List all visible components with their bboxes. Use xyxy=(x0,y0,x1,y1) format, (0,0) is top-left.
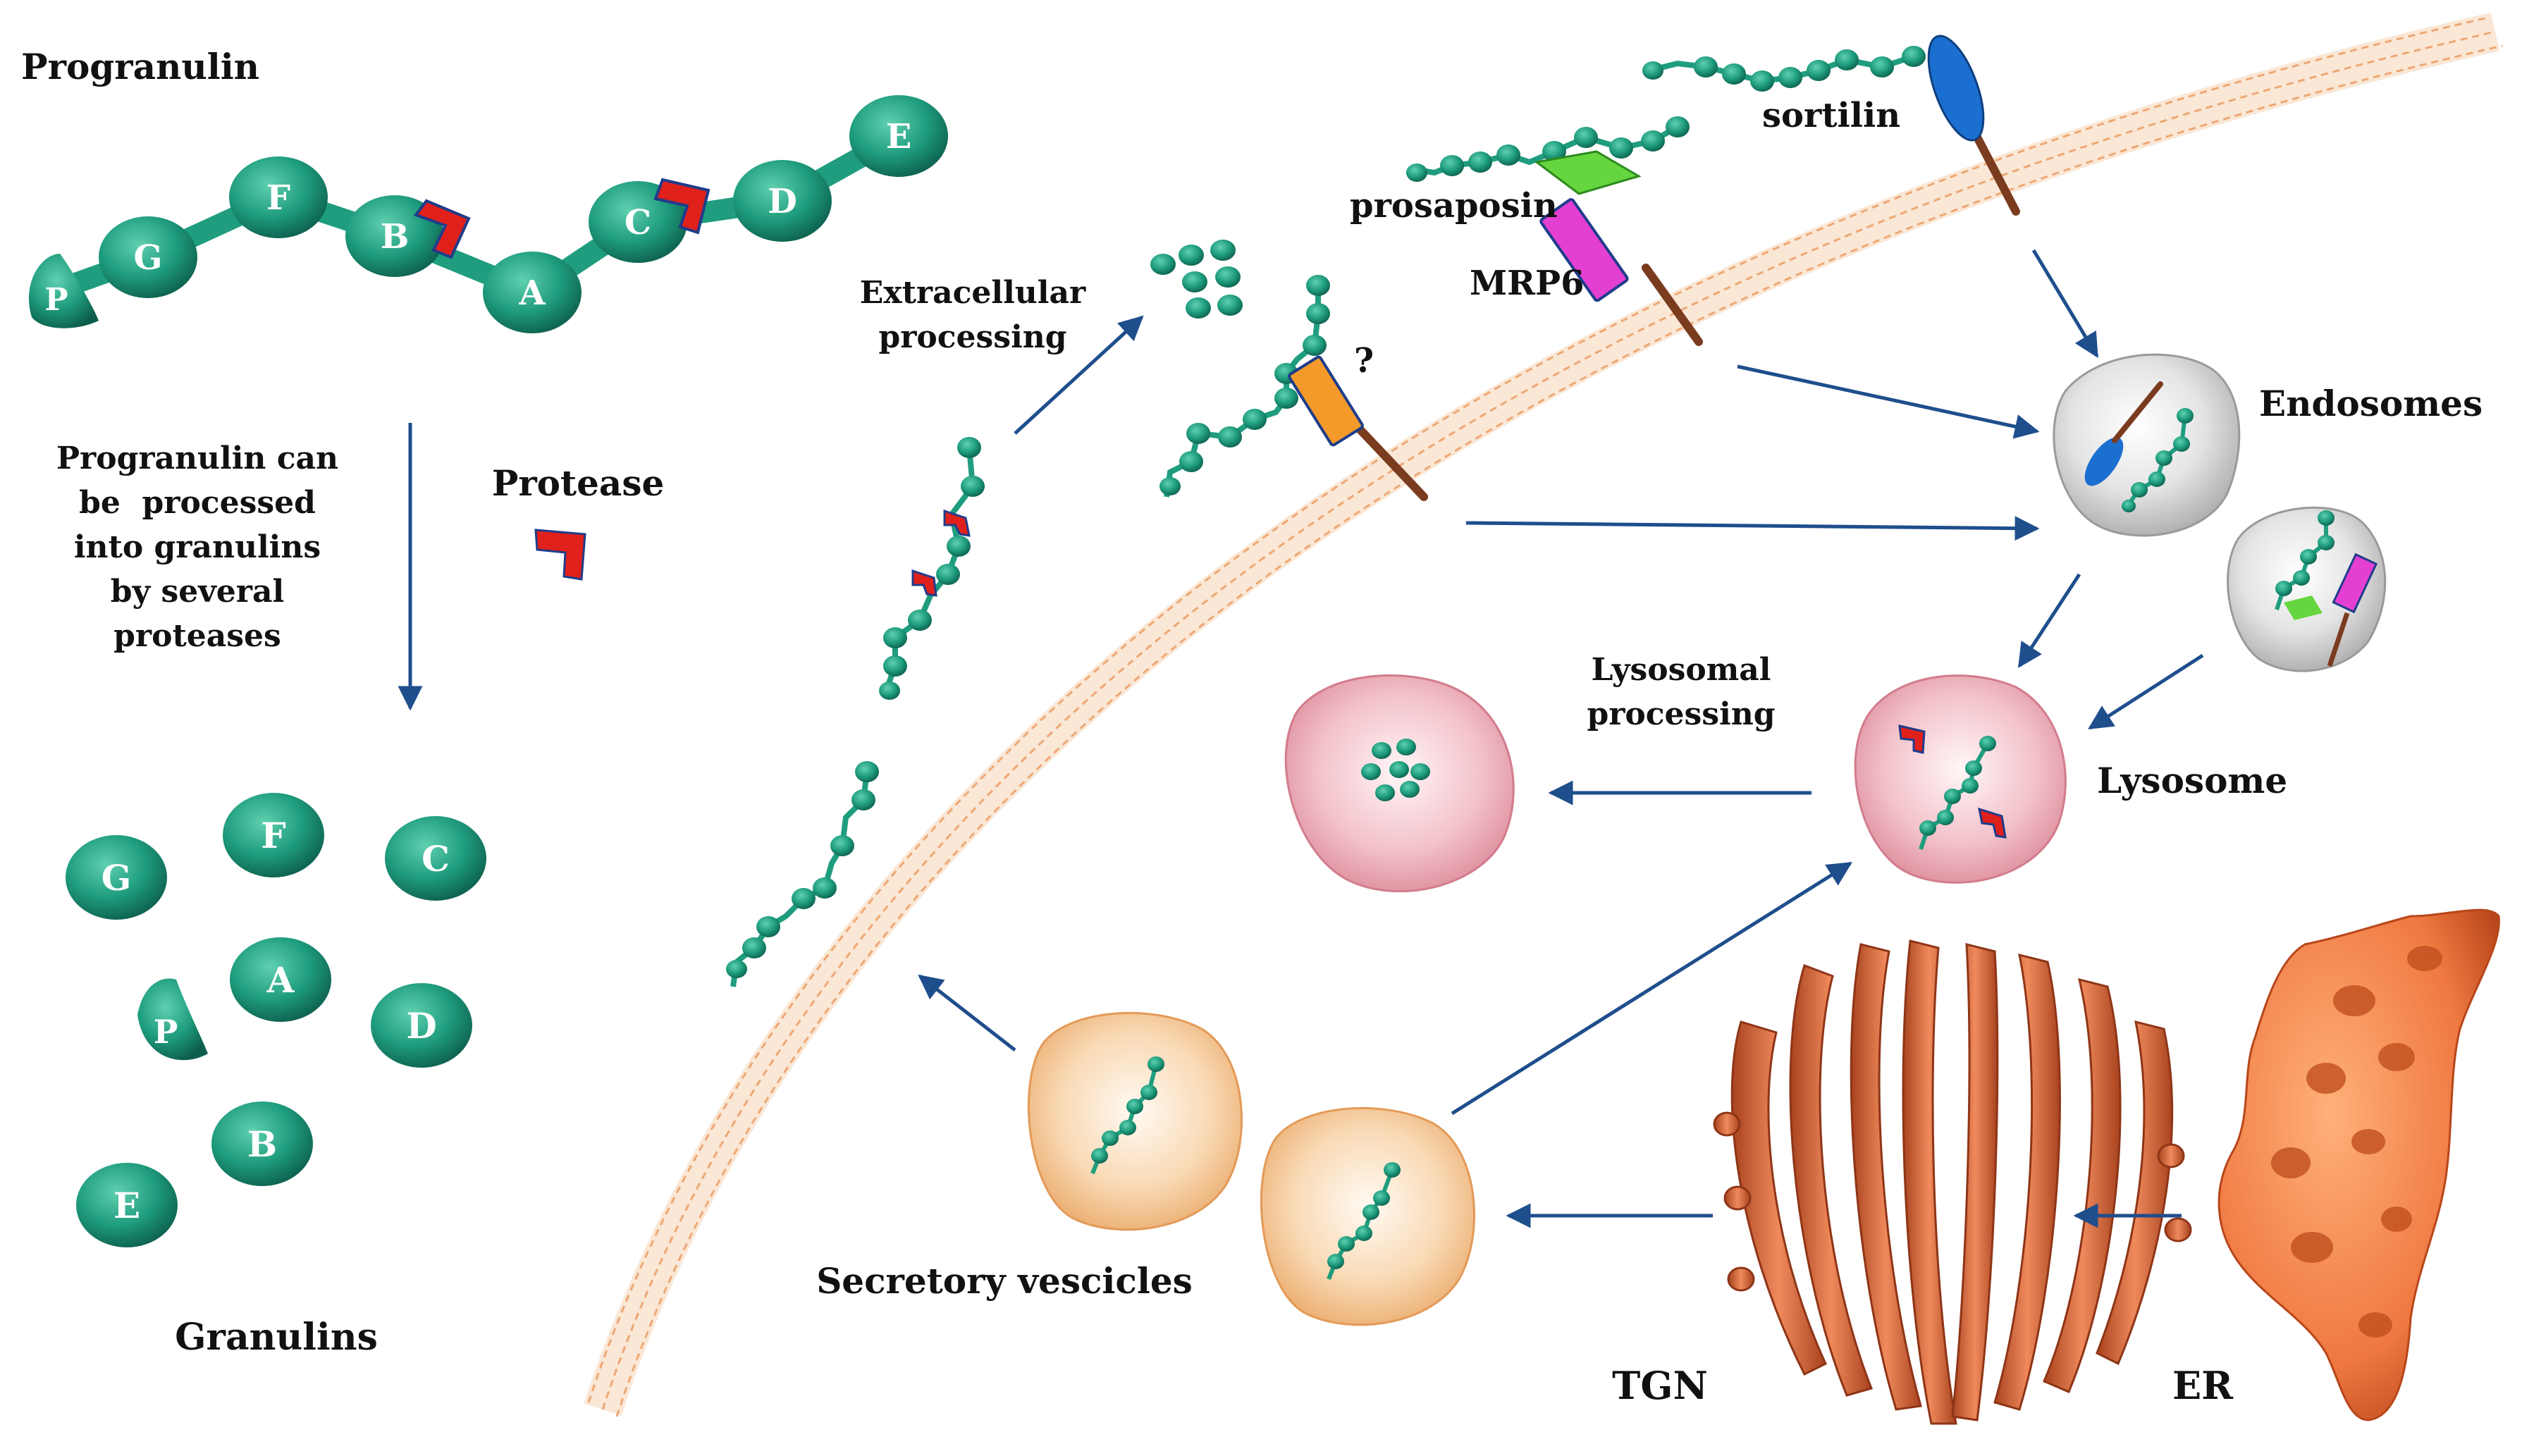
svg-text:by several: by several xyxy=(111,574,284,610)
svg-text:D: D xyxy=(406,1005,436,1047)
vesicle-to-membrane-arrow xyxy=(918,974,1016,1051)
endosome-sortilin xyxy=(2053,353,2241,537)
svg-text:F: F xyxy=(261,815,286,856)
prosaposin-shape xyxy=(1534,150,1642,195)
unknown-receptor-question: ? xyxy=(1354,341,1374,381)
svg-text:B: B xyxy=(247,1123,277,1165)
progranulin-p-label: P xyxy=(44,282,68,318)
endosome-to-lysosome-arrow xyxy=(2017,573,2081,668)
sortilin-receptor xyxy=(1927,35,1985,142)
svg-text:Extracellular: Extracellular xyxy=(860,275,1086,311)
granulin-p-bead xyxy=(28,254,99,328)
tgn-golgi xyxy=(1713,939,2192,1425)
secretory-vesicle xyxy=(1260,1106,1475,1326)
svg-text:C: C xyxy=(422,838,450,880)
unknown-to-endosome-arrow xyxy=(1465,516,2040,541)
svg-text:A: A xyxy=(266,959,295,1001)
protease-icon xyxy=(1978,807,2007,839)
svg-text:into granulins: into granulins xyxy=(74,529,321,565)
endosomes-label: Endosomes xyxy=(2259,383,2483,424)
granulin-p-bead xyxy=(137,978,208,1061)
progranulin-d-label: D xyxy=(768,182,797,221)
tgn-label: TGN xyxy=(1612,1363,1708,1408)
er-label: ER xyxy=(2172,1363,2234,1408)
protease-icon xyxy=(1898,724,1926,754)
svg-text:processing: processing xyxy=(878,319,1066,355)
sortilin-to-endosome-arrow xyxy=(2031,249,2099,359)
svg-text:be processed: be processed xyxy=(79,485,316,521)
granulins-title: Granulins xyxy=(175,1316,378,1359)
protease-icon xyxy=(943,509,971,537)
granulin-bead xyxy=(371,983,472,1068)
pathway-arrows xyxy=(918,249,2204,1228)
granulin-d-bead xyxy=(733,160,832,242)
progranulin-f-label: F xyxy=(266,178,290,218)
progranulin-c-label: C xyxy=(625,203,651,242)
svg-text:G: G xyxy=(102,857,132,899)
granulin-bead xyxy=(66,835,167,920)
mrp6-label: MRP6 xyxy=(1470,264,1585,303)
prosaposin-label: prosaposin xyxy=(1350,186,1558,226)
extracellular-arrow xyxy=(1014,315,1144,435)
protease-icon xyxy=(653,178,711,235)
granulin-f-bead xyxy=(229,156,328,238)
secretory-vesicle xyxy=(1027,1011,1243,1231)
mrp6-receptor xyxy=(1539,198,1629,302)
endoplasmic-reticulum xyxy=(2217,908,2500,1421)
lysosome-label: Lysosome xyxy=(2097,760,2287,801)
vesicle-to-lysosome-arrow xyxy=(1451,861,1852,1116)
svg-text:Lysosomal: Lysosomal xyxy=(1592,652,1771,688)
mrp6-to-endosome-arrow xyxy=(1737,364,2040,439)
svg-text:proteases: proteases xyxy=(113,618,281,654)
extracellular-processing-label: Extracellular processing xyxy=(860,275,1086,355)
progranulin-chain-cleaving xyxy=(879,437,985,700)
endosome-mrp6 xyxy=(2227,506,2387,672)
prosaposin-mrp6-complex: prosaposin MRP6 xyxy=(1350,116,1703,346)
protease-icon xyxy=(534,529,586,581)
progranulin-chain: P G F B A C D E xyxy=(28,95,948,333)
progranulin-e-label: E xyxy=(886,117,912,156)
granulin-bead xyxy=(385,816,486,901)
protease-icon xyxy=(413,199,471,259)
lysosomal-processing-label: Lysosomal processing xyxy=(1587,652,1775,732)
unknown-receptor xyxy=(1288,355,1364,447)
lysosome-processed xyxy=(1284,674,1515,893)
svg-text:processing: processing xyxy=(1587,696,1775,732)
granulins-scatter: G F C A P D B E xyxy=(66,793,486,1247)
granulin-bead xyxy=(76,1163,178,1247)
granulin-bead xyxy=(211,1102,313,1186)
progranulin-b-label: B xyxy=(381,217,410,257)
sortilin-label: sortilin xyxy=(1762,96,1900,135)
granulin-a-bead xyxy=(483,252,582,333)
processing-note: Progranulin can be processed into granul… xyxy=(56,440,338,654)
progranulin-a-label: A xyxy=(518,273,546,313)
granulin-bead xyxy=(223,793,324,877)
endosome2-to-lysosome-arrow xyxy=(2088,653,2204,730)
granulin-g-bead xyxy=(99,216,197,298)
protease-icon xyxy=(911,569,937,597)
granulin-e-bead xyxy=(849,95,948,177)
granulin-cluster xyxy=(1150,240,1243,319)
lysosome xyxy=(1854,674,2067,884)
secreted-progranulin xyxy=(726,761,879,987)
granulin-bead xyxy=(230,937,331,1022)
unknown-receptor-complex: ? xyxy=(1159,275,1428,501)
sortilin-complex: sortilin xyxy=(1642,35,2020,216)
progranulin-g-label: G xyxy=(134,238,163,278)
svg-text:E: E xyxy=(113,1185,140,1226)
svg-text:Progranulin can: Progranulin can xyxy=(56,440,338,476)
protease-label: Protease xyxy=(492,462,665,504)
progranulin-title: Progranulin xyxy=(21,46,259,87)
svg-text:P: P xyxy=(154,1013,178,1051)
secretory-vesicles-label: Secretory vescicles xyxy=(816,1260,1193,1302)
